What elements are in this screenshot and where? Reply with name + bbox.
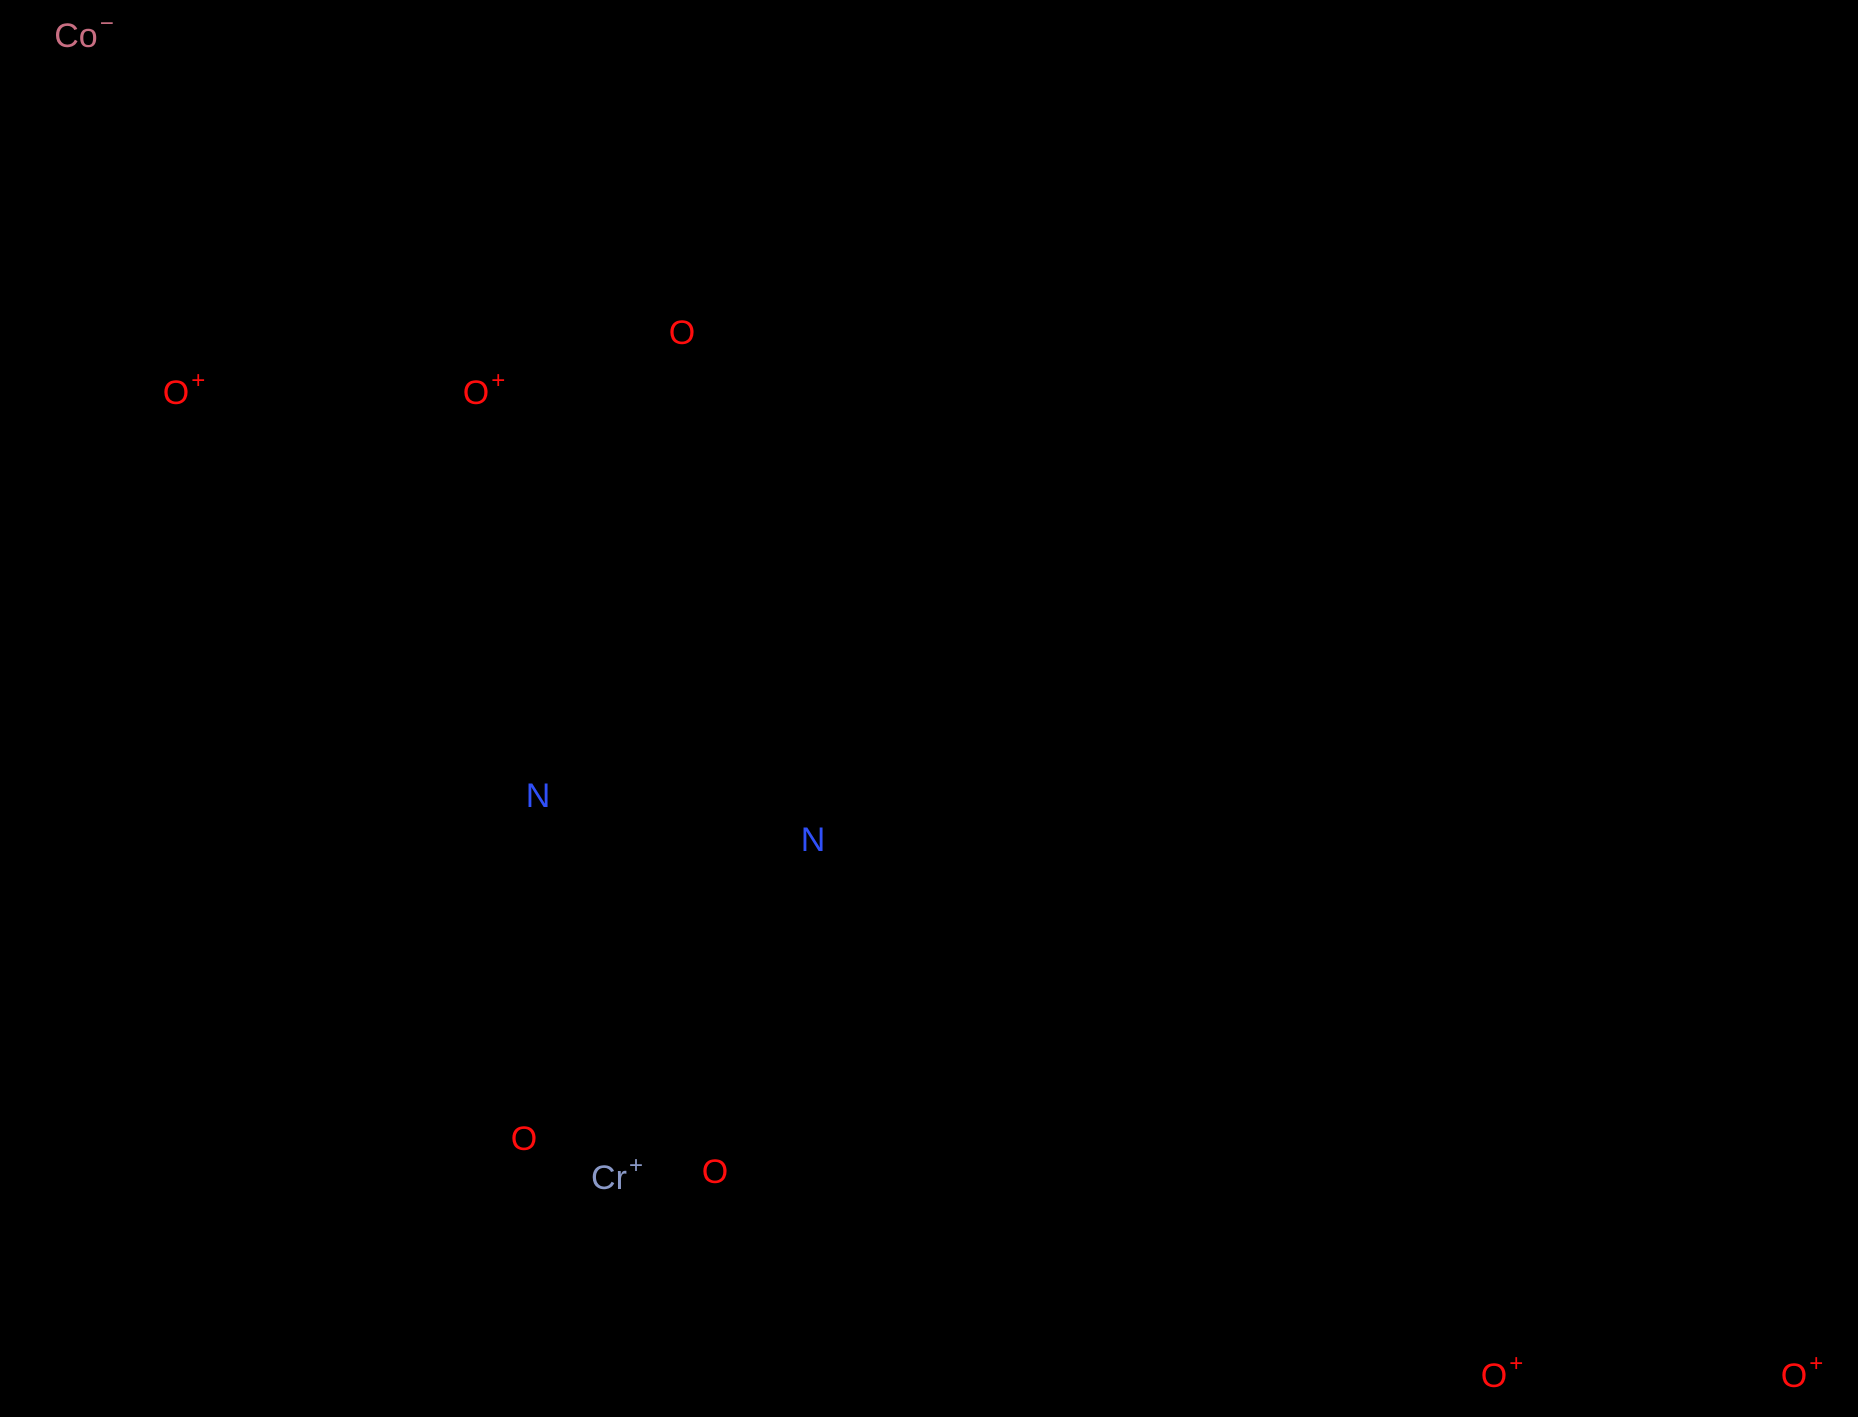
atom-oxygen: O+ <box>1480 1352 1523 1395</box>
atom-charge: − <box>99 10 114 37</box>
atom-nitrogen: N <box>526 779 553 813</box>
atom-symbol: Co <box>54 17 98 55</box>
atom-symbol: N <box>800 821 826 859</box>
atom-symbol: N <box>525 777 551 815</box>
atom-symbol: O <box>1780 1357 1808 1395</box>
atom-oxygen: O <box>702 1155 730 1189</box>
atom-oxygen: O+ <box>162 369 205 412</box>
atom-symbol: O <box>1480 1357 1508 1395</box>
atom-cobalt: Co− <box>54 12 113 55</box>
atom-oxygen: O <box>669 316 697 350</box>
atom-oxygen: O <box>511 1122 539 1156</box>
atom-oxygen: O+ <box>462 369 505 412</box>
atom-charge: + <box>1509 1350 1524 1377</box>
atom-symbol: Cr <box>591 1159 627 1197</box>
atom-chromium: Cr+ <box>591 1154 643 1197</box>
atom-symbol: O <box>462 374 490 412</box>
atom-charge: + <box>491 367 506 394</box>
atom-charge: + <box>191 367 206 394</box>
atom-charge: + <box>628 1152 643 1179</box>
atom-symbol: O <box>701 1153 729 1191</box>
atom-symbol: O <box>162 374 190 412</box>
atom-symbol: O <box>510 1120 538 1158</box>
atom-charge: + <box>1809 1350 1824 1377</box>
atom-oxygen: O+ <box>1780 1352 1823 1395</box>
atom-nitrogen: N <box>801 823 828 857</box>
atom-symbol: O <box>668 314 696 352</box>
